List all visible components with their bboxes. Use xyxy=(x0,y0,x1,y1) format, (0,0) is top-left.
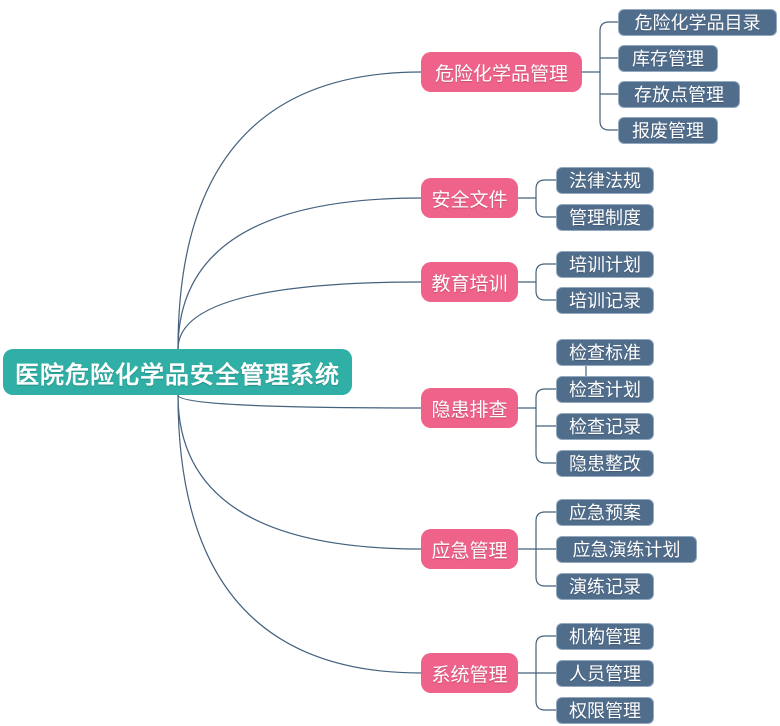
leaf-node-1-1[interactable]: 管理制度 xyxy=(556,203,654,231)
leaf-node-0-2[interactable]: 存放点管理 xyxy=(618,80,740,108)
leaf-node-0-0[interactable]: 危险化学品目录 xyxy=(618,8,777,36)
leaf-node-3-1[interactable]: 检查计划 xyxy=(556,375,654,403)
leaf-node-4-0[interactable]: 应急预案 xyxy=(556,498,654,526)
connector-path xyxy=(535,263,557,301)
leaf-node-4-2[interactable]: 演练记录 xyxy=(556,572,654,600)
connector-path xyxy=(177,197,422,350)
leaf-node-3-0[interactable]: 检查标准 xyxy=(556,338,654,366)
leaf-node-4-1[interactable]: 应急演练计划 xyxy=(556,535,697,563)
connector-path xyxy=(177,394,422,409)
connector-path xyxy=(599,21,619,131)
connector-path xyxy=(177,394,422,674)
leaf-node-1-0[interactable]: 法律法规 xyxy=(556,166,654,194)
branch-node-0[interactable]: 危险化学品管理 xyxy=(421,52,582,92)
leaf-node-2-1[interactable]: 培训记录 xyxy=(556,286,654,314)
leaf-node-0-1[interactable]: 库存管理 xyxy=(618,44,718,72)
leaf-node-2-0[interactable]: 培训计划 xyxy=(556,250,654,278)
leaf-node-3-2[interactable]: 检查记录 xyxy=(556,412,654,440)
connector-path xyxy=(535,179,557,218)
connector-path xyxy=(177,71,422,350)
branch-node-4[interactable]: 应急管理 xyxy=(421,529,518,569)
branch-node-3[interactable]: 隐患排查 xyxy=(421,388,518,428)
leaf-node-5-2[interactable]: 权限管理 xyxy=(556,696,654,724)
branch-node-1[interactable]: 安全文件 xyxy=(421,178,518,218)
root-node[interactable]: 医院危险化学品安全管理系统 xyxy=(3,349,352,395)
leaf-node-5-1[interactable]: 人员管理 xyxy=(556,659,654,687)
connector-path xyxy=(177,394,422,550)
branch-node-5[interactable]: 系统管理 xyxy=(421,653,518,693)
connector-path xyxy=(177,281,422,350)
leaf-node-5-0[interactable]: 机构管理 xyxy=(556,622,654,650)
leaf-node-0-3[interactable]: 报废管理 xyxy=(618,116,718,144)
leaf-node-3-3[interactable]: 隐患整改 xyxy=(556,449,654,477)
branch-node-2[interactable]: 教育培训 xyxy=(421,262,518,302)
